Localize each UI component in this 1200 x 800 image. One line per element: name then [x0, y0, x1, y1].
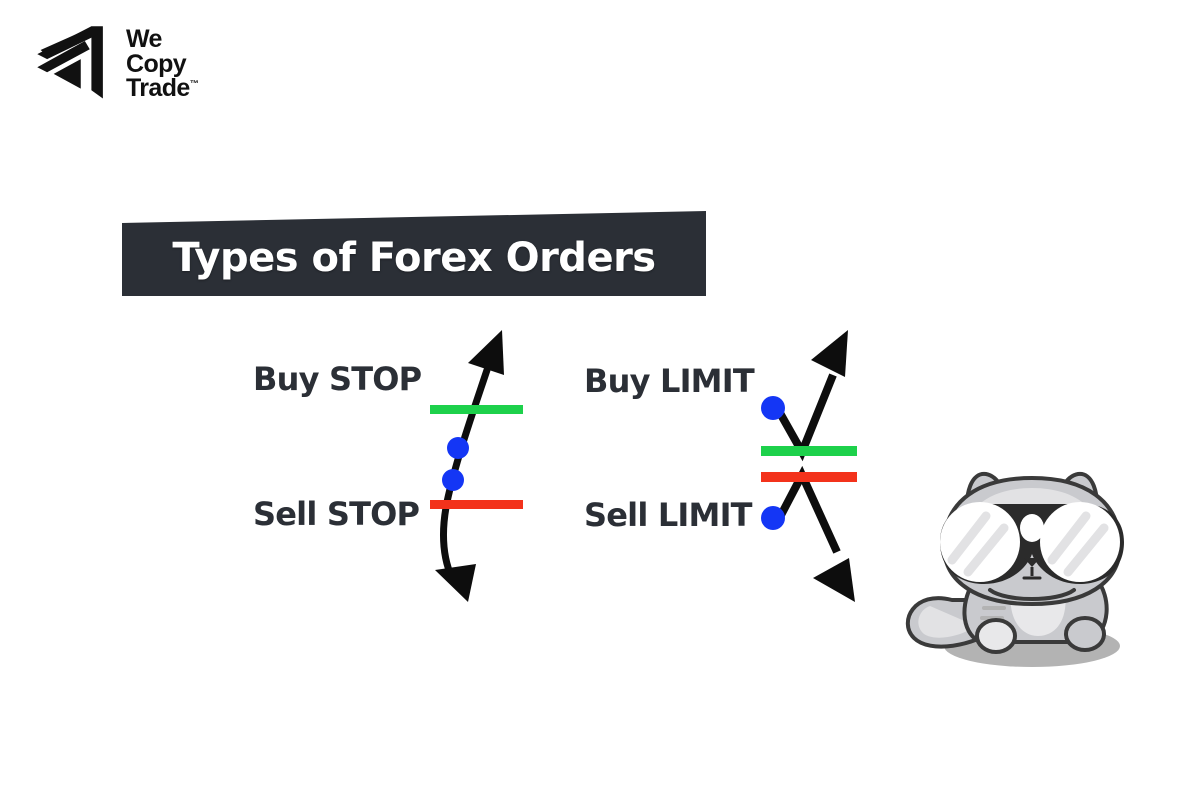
banner-shape	[122, 211, 706, 296]
blue-dot-sell-limit	[761, 506, 785, 530]
wecopytrade-arrow-logo-icon	[34, 23, 116, 105]
trademark-symbol: ™	[189, 78, 199, 89]
red-line-limit	[761, 472, 857, 482]
brand-line-3-text: Trade	[126, 74, 190, 103]
label-buy-limit: Buy LIMIT	[584, 362, 755, 400]
brand-wordmark: We Copy Trade™	[126, 25, 199, 103]
label-sell-stop: Sell STOP	[253, 495, 420, 533]
stop-arrowhead-up	[468, 330, 504, 375]
brand-line-3: Trade™	[126, 74, 199, 103]
mascot-lens-left	[940, 502, 1020, 582]
mascot-paw-right	[1064, 616, 1106, 652]
limit-sell-path	[776, 465, 841, 554]
brand-logo: We Copy Trade™	[34, 18, 254, 110]
brand-line-2: Copy	[126, 49, 187, 78]
red-line-stop	[430, 500, 523, 509]
title-banner: Types of Forex Orders	[120, 206, 708, 302]
label-buy-stop: Buy STOP	[253, 360, 422, 398]
blue-dot-buy-stop	[447, 437, 469, 459]
stop-arrowhead-down	[435, 564, 476, 602]
stop-arrow-shaft	[440, 366, 491, 582]
diagram-stop-orders	[230, 320, 560, 610]
page-title: Types of Forex Orders	[172, 235, 656, 281]
limit-arrowhead-down	[813, 558, 855, 602]
blue-dot-buy-limit	[761, 396, 785, 420]
brand-line-1: We	[126, 25, 162, 54]
green-line-stop	[430, 405, 523, 414]
diagram-limit-orders	[565, 320, 895, 610]
mascot-paw-left	[975, 618, 1017, 654]
limit-buy-path	[776, 373, 837, 462]
blue-dot-sell-stop	[442, 469, 464, 491]
cat-with-glasses-mascot-icon	[880, 450, 1160, 680]
mascot-forehead-dot	[1020, 514, 1044, 542]
green-line-limit	[761, 446, 857, 456]
mascot-nose	[1024, 558, 1040, 567]
label-sell-limit: Sell LIMIT	[584, 496, 753, 534]
limit-arrowhead-up	[811, 330, 848, 377]
mascot-lens-right	[1040, 502, 1120, 582]
